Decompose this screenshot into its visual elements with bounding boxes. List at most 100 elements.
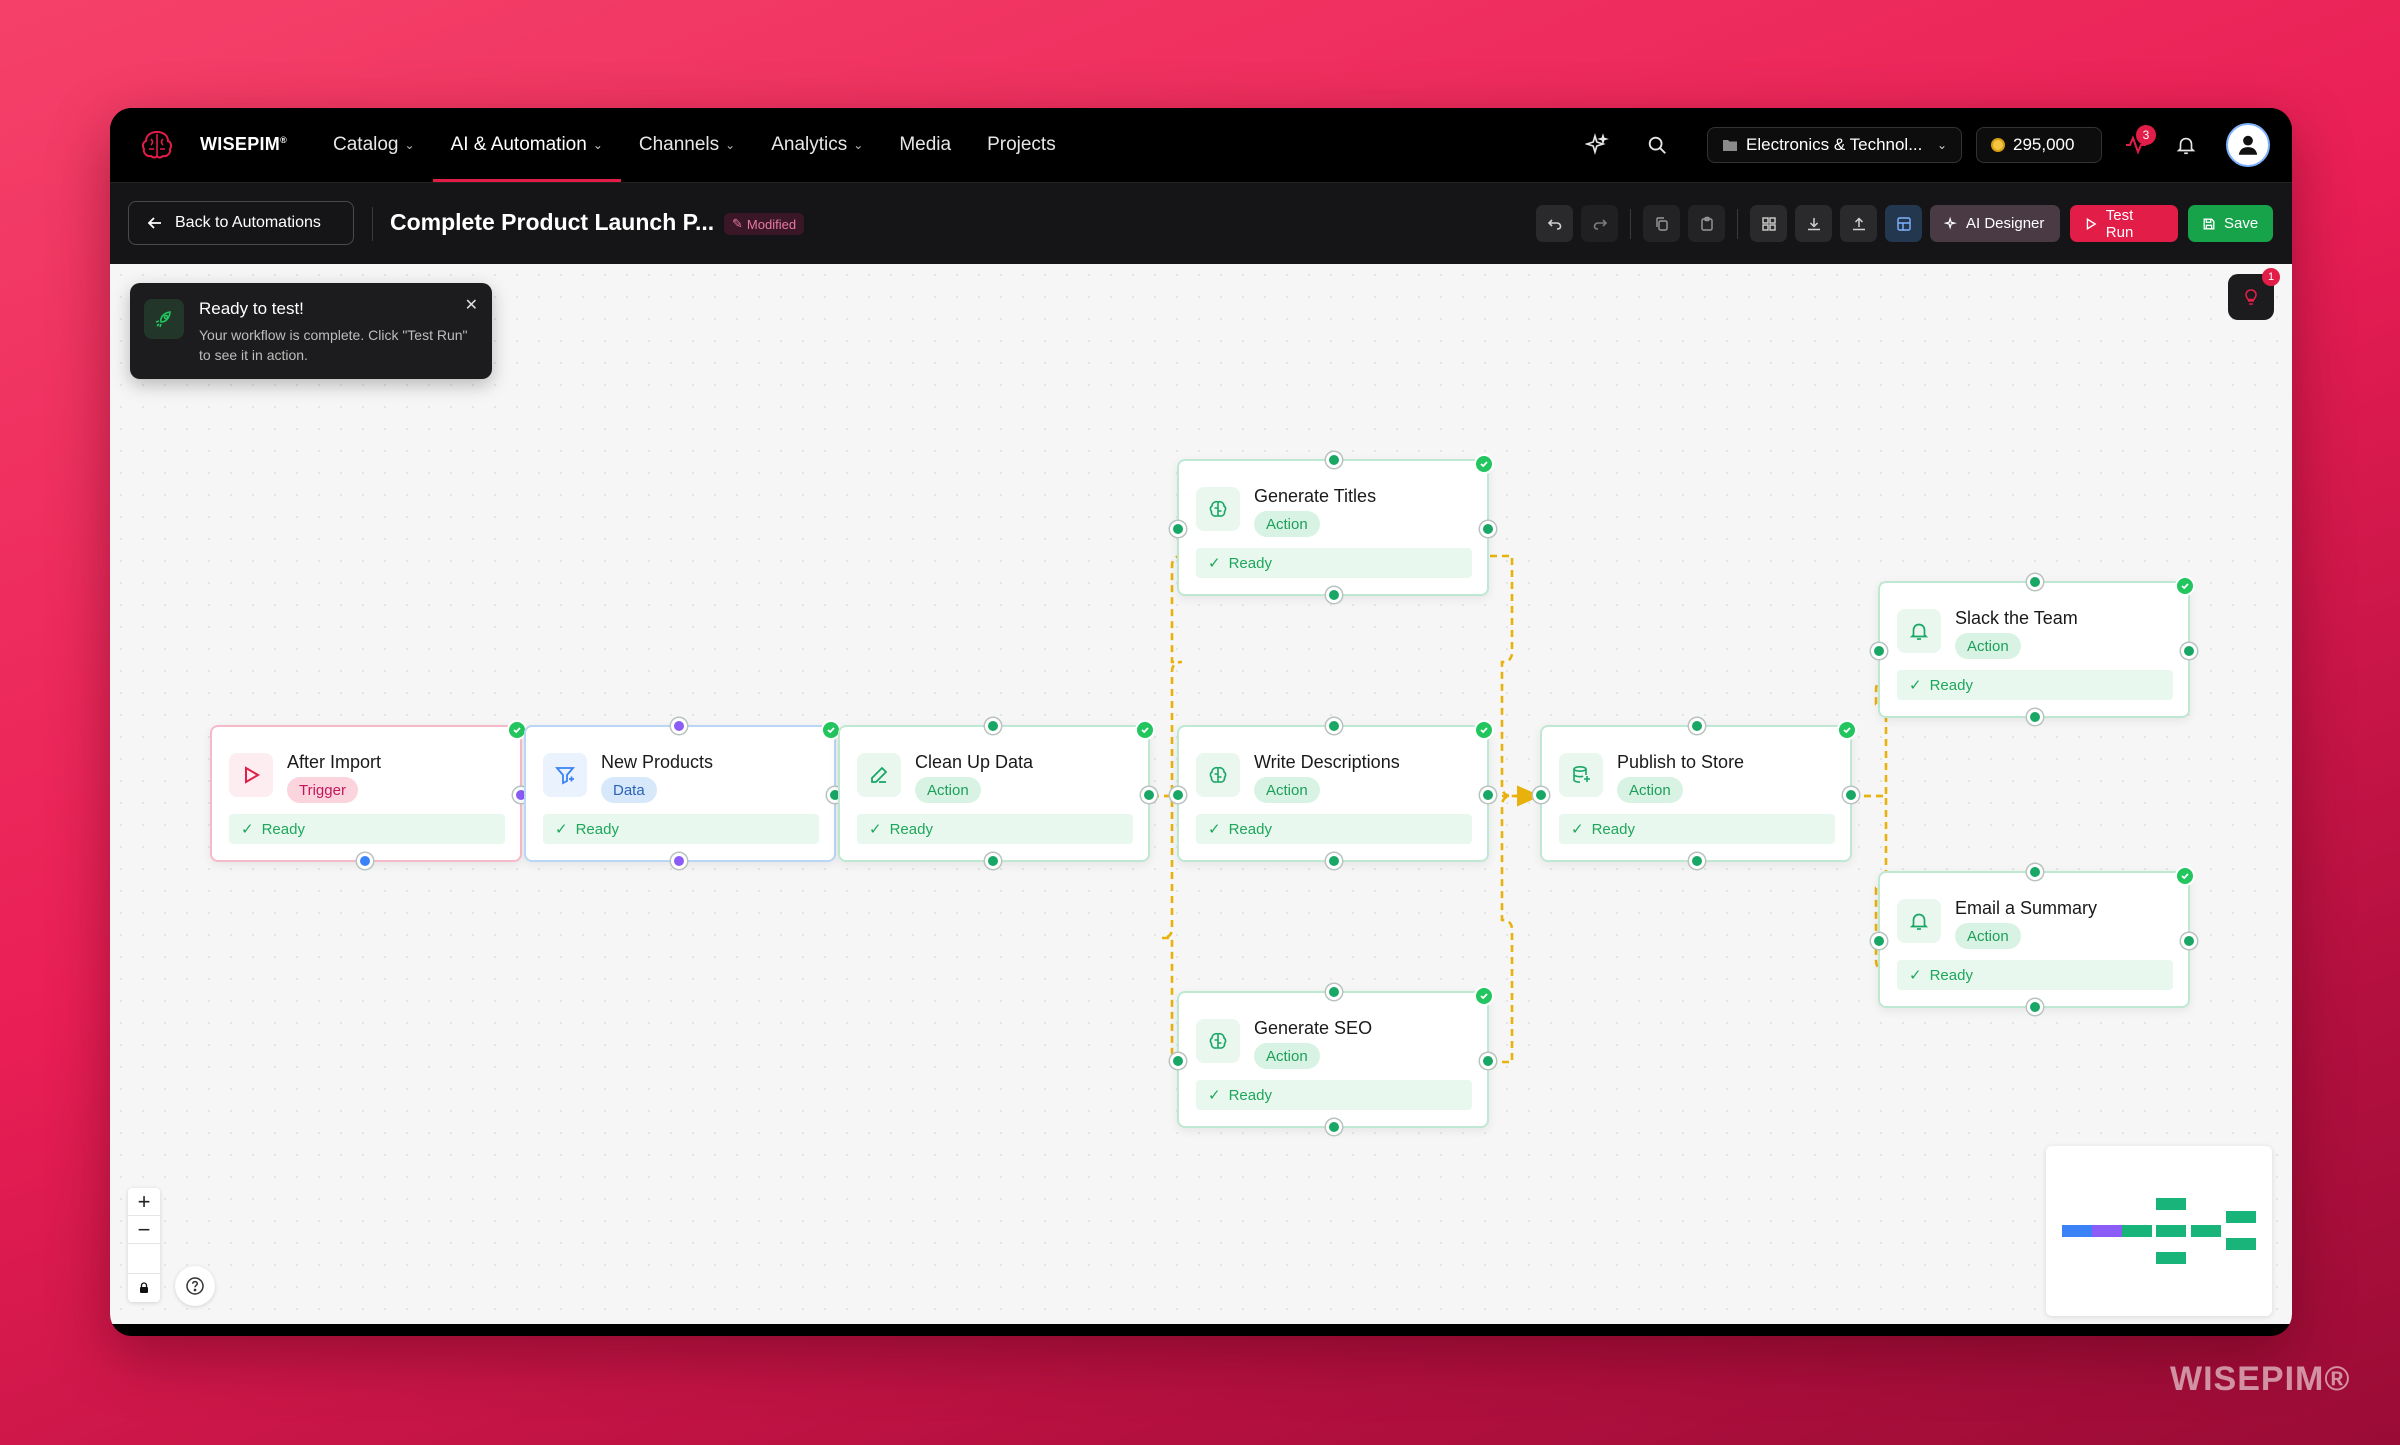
output-handle[interactable] xyxy=(671,853,687,869)
divider xyxy=(372,207,373,241)
output-handle[interactable] xyxy=(1326,587,1342,603)
node-slack-the-team[interactable]: Slack the Team Action ✓Ready xyxy=(1871,574,2197,725)
input-handle[interactable] xyxy=(1326,452,1342,468)
output-handle[interactable] xyxy=(1480,787,1496,803)
output-handle[interactable] xyxy=(2181,933,2197,949)
hints-button[interactable]: 1 xyxy=(2228,268,2280,320)
nav-projects[interactable]: Projects xyxy=(987,134,1056,155)
minimap[interactable] xyxy=(2046,1146,2272,1316)
download-button[interactable] xyxy=(1795,205,1832,242)
input-handle[interactable] xyxy=(1326,718,1342,734)
save-button[interactable]: Save xyxy=(2188,205,2273,242)
input-handle[interactable] xyxy=(1326,984,1342,1000)
lock-icon[interactable] xyxy=(128,1274,160,1302)
output-handle[interactable] xyxy=(1480,1053,1496,1069)
output-handle[interactable] xyxy=(1141,787,1157,803)
workflow-title[interactable]: Complete Product Launch P... xyxy=(390,209,715,235)
output-handle[interactable] xyxy=(1326,1119,1342,1135)
close-icon[interactable]: ✕ xyxy=(464,297,478,314)
input-handle[interactable] xyxy=(1170,521,1186,537)
check-icon: ✓ xyxy=(241,821,254,838)
check-icon: ✓ xyxy=(1909,967,1922,984)
layout-button[interactable] xyxy=(1750,205,1787,242)
zoom-in-button[interactable]: + xyxy=(128,1188,160,1216)
nav-ai-automation[interactable]: AI & Automation⌄ xyxy=(432,108,622,182)
database-icon xyxy=(1559,753,1603,797)
input-handle[interactable] xyxy=(985,718,1001,734)
template-button[interactable] xyxy=(1885,205,1922,242)
search-icon[interactable] xyxy=(1635,123,1679,167)
nav-media[interactable]: Media xyxy=(899,134,952,155)
node-title: Clean Up Data xyxy=(915,752,1034,772)
node-clean-up-data[interactable]: Clean Up Data Action ✓Ready xyxy=(838,718,1157,869)
node-title: Publish to Store xyxy=(1617,752,1745,772)
input-handle[interactable] xyxy=(1170,787,1186,803)
avatar[interactable] xyxy=(2226,123,2270,167)
ai-designer-button[interactable]: AI Designer xyxy=(1930,205,2060,242)
undo-button[interactable] xyxy=(1536,205,1573,242)
node-after-import[interactable]: After Import Trigger ✓Ready xyxy=(210,720,529,869)
upload-button[interactable] xyxy=(1840,205,1877,242)
check-circle-icon xyxy=(1474,454,1494,474)
node-email-a-summary[interactable]: Email a Summary Action ✓Ready xyxy=(1871,864,2197,1015)
node-type-badge: Action xyxy=(915,777,981,803)
input-handle[interactable] xyxy=(2027,864,2043,880)
copy-button[interactable] xyxy=(1643,205,1680,242)
edge xyxy=(1490,785,1541,1064)
modified-badge: ✎ Modified xyxy=(724,213,805,235)
node-generate-seo[interactable]: Generate SEO Action ✓Ready xyxy=(1170,984,1496,1135)
input-handle[interactable] xyxy=(2027,574,2043,590)
output-handle[interactable] xyxy=(1843,787,1859,803)
nav-catalog[interactable]: Catalog⌄ xyxy=(333,134,415,155)
output-handle[interactable] xyxy=(2181,643,2197,659)
activity-button[interactable]: 3 xyxy=(2114,123,2158,167)
nav-channels[interactable]: Channels⌄ xyxy=(638,134,736,155)
filter-icon xyxy=(543,753,587,797)
bell-icon[interactable] xyxy=(2164,123,2208,167)
sparkles-icon[interactable] xyxy=(1575,123,1619,167)
copy-icon xyxy=(1655,216,1668,231)
node-write-descriptions[interactable]: Write Descriptions Action ✓Ready xyxy=(1170,718,1496,869)
back-to-automations-button[interactable]: Back to Automations xyxy=(128,201,354,245)
input-handle[interactable] xyxy=(1533,787,1549,803)
download-icon xyxy=(1807,217,1820,230)
output-handle[interactable] xyxy=(1480,521,1496,537)
help-icon[interactable] xyxy=(175,1266,215,1306)
zoom-out-button[interactable]: − xyxy=(128,1216,160,1244)
input-handle[interactable] xyxy=(1871,933,1887,949)
test-run-button[interactable]: Test Run xyxy=(2070,205,2178,242)
input-handle[interactable] xyxy=(1871,643,1887,659)
sparkles-icon xyxy=(1944,216,1957,230)
node-new-products[interactable]: New Products Data ✓Ready xyxy=(524,718,843,869)
node-publish-to-store[interactable]: Publish to Store Action ✓Ready xyxy=(1533,718,1859,869)
redo-button[interactable] xyxy=(1581,205,1618,242)
nav-analytics[interactable]: Analytics⌄ xyxy=(771,134,864,155)
output-handle[interactable] xyxy=(1326,853,1342,869)
node-title: Generate SEO xyxy=(1254,1018,1373,1038)
arrow-left-icon xyxy=(147,217,161,229)
node-generate-titles[interactable]: Generate Titles Action ✓Ready xyxy=(1170,452,1496,603)
output-handle[interactable] xyxy=(1689,853,1705,869)
output-handle[interactable] xyxy=(357,853,373,869)
upload-icon xyxy=(1852,216,1865,230)
edit-icon xyxy=(857,753,901,797)
output-handle[interactable] xyxy=(985,853,1001,869)
output-handle[interactable] xyxy=(2027,709,2043,725)
credits-pill[interactable]: 295,000 xyxy=(1976,127,2102,163)
check-icon: ✓ xyxy=(1208,1087,1221,1104)
node-status: ✓Ready xyxy=(229,814,505,844)
chevron-down-icon: ⌄ xyxy=(853,138,864,152)
input-handle[interactable] xyxy=(671,718,687,734)
chevron-down-icon: ⌄ xyxy=(1936,138,1947,152)
node-title: After Import xyxy=(287,752,382,772)
input-handle[interactable] xyxy=(1170,1053,1186,1069)
paste-button[interactable] xyxy=(1688,205,1725,242)
rocket-icon xyxy=(144,299,184,339)
workflow-canvas[interactable]: Ready to test! Your workflow is complete… xyxy=(110,264,2292,1324)
brand-name: WISEPIM® xyxy=(200,134,288,154)
store-selector[interactable]: Electronics & Technol... ⌄ xyxy=(1707,127,1962,163)
fit-view-button[interactable] xyxy=(128,1244,160,1274)
brain-logo-icon[interactable] xyxy=(138,126,176,164)
input-handle[interactable] xyxy=(1689,718,1705,734)
output-handle[interactable] xyxy=(2027,999,2043,1015)
